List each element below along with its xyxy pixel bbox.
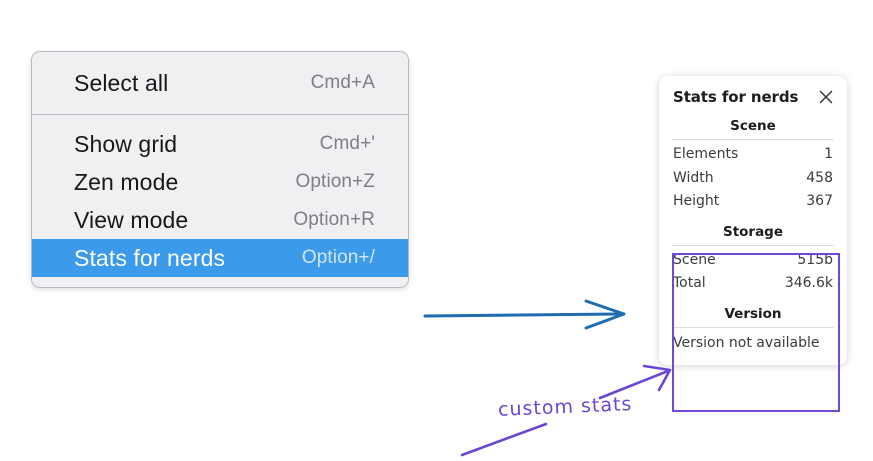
menu-group-1: Select all Cmd+A xyxy=(32,52,408,114)
menu-item-label: Show grid xyxy=(74,130,178,157)
panel-header: Stats for nerds xyxy=(659,86,847,108)
section-heading-scene: Scene xyxy=(730,118,776,134)
menu-item-label: View mode xyxy=(74,206,189,233)
close-icon[interactable] xyxy=(817,88,835,106)
menu-item-shortcut: Option+R xyxy=(293,209,375,230)
stat-label: Total xyxy=(673,275,706,291)
stats-for-nerds-panel: Stats for nerds Scene Elements 1 Width 4… xyxy=(659,76,847,365)
stat-row-height: Height 367 xyxy=(672,190,834,214)
menu-item-label: Select all xyxy=(74,69,169,96)
divider xyxy=(672,326,834,328)
stat-row-scene-storage: Scene 515b xyxy=(672,249,834,273)
stat-row-elements: Elements 1 xyxy=(672,143,834,167)
menu-item-zen-mode[interactable]: Zen mode Option+Z xyxy=(32,163,408,201)
stat-row-total-storage: Total 346.6k xyxy=(672,272,834,296)
menu-group-2: Show grid Cmd+' Zen mode Option+Z View m… xyxy=(32,115,408,287)
stat-row-width: Width 458 xyxy=(672,167,834,191)
divider xyxy=(672,139,834,140)
menu-item-label: Zen mode xyxy=(74,168,179,195)
stat-value: 1 xyxy=(824,146,833,162)
version-text: Version not available xyxy=(673,334,820,351)
stat-label: Elements xyxy=(673,146,739,162)
menu-item-view-mode[interactable]: View mode Option+R xyxy=(32,201,408,239)
stat-label: Width xyxy=(673,169,714,186)
annotation-note-custom-stats: custom stats xyxy=(497,393,633,421)
menu-item-shortcut: Cmd+' xyxy=(319,133,375,154)
stat-value: 515b xyxy=(797,251,833,268)
menu-item-stats-for-nerds[interactable]: Stats for nerds Option+/ xyxy=(32,239,408,277)
stat-label: Height xyxy=(673,193,720,209)
stat-value: 346.6k xyxy=(784,275,833,291)
stat-value: 367 xyxy=(806,193,833,209)
menu-item-show-grid[interactable]: Show grid Cmd+' xyxy=(32,125,408,163)
blue-arrow xyxy=(423,299,626,330)
panel-title: Stats for nerds xyxy=(673,88,799,106)
stat-value: 458 xyxy=(806,169,833,186)
panel-body: Scene Elements 1 Width 458 Height 367 St… xyxy=(659,108,847,353)
menu-item-shortcut: Option+/ xyxy=(301,247,375,268)
section-heading-version: Version xyxy=(724,305,782,322)
purple-underline-stroke xyxy=(460,422,548,457)
section-heading-storage: Storage xyxy=(722,223,784,240)
menu-separator xyxy=(32,114,408,115)
menu-item-label: Stats for nerds xyxy=(74,244,226,271)
stat-label: Scene xyxy=(673,251,716,268)
menu-item-select-all[interactable]: Select all Cmd+A xyxy=(32,64,408,102)
divider xyxy=(672,244,834,246)
menu-item-shortcut: Option+Z xyxy=(295,171,375,192)
context-menu[interactable]: Select all Cmd+A Show grid Cmd+' Zen mod… xyxy=(31,51,409,288)
menu-item-shortcut: Cmd+A xyxy=(310,72,375,93)
